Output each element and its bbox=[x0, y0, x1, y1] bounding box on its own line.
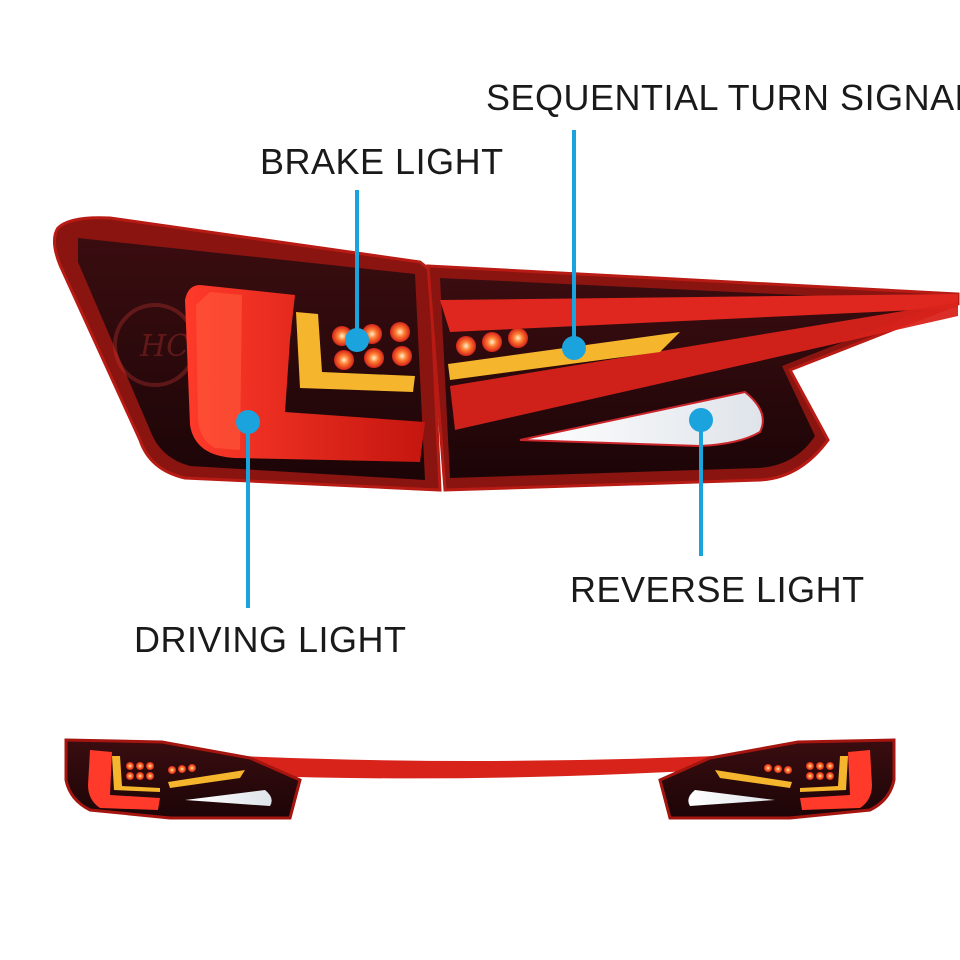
callout-dot-driving bbox=[236, 410, 260, 434]
label-brake-light: BRAKE LIGHT bbox=[260, 141, 504, 182]
tail-light-closeup: HC bbox=[53, 216, 960, 492]
label-sequential-turn-signal: SEQUENTIAL TURN SIGNAL bbox=[486, 77, 960, 118]
sequential-turn-strip bbox=[448, 332, 680, 380]
right-lamp bbox=[658, 738, 896, 820]
label-driving-light: DRIVING LIGHT bbox=[134, 619, 407, 660]
amber-turn-bracket bbox=[296, 312, 415, 392]
callout-dot-brake bbox=[345, 328, 369, 352]
callout-dot-seq bbox=[562, 336, 586, 360]
callout-dot-reverse bbox=[689, 408, 713, 432]
full-tail-light-set bbox=[64, 738, 896, 820]
turn-led-cluster bbox=[456, 328, 528, 356]
light-bar-strip bbox=[440, 294, 958, 332]
callouts bbox=[236, 130, 713, 608]
left-lamp bbox=[64, 738, 302, 820]
center-light-bar bbox=[160, 752, 800, 779]
watermark-logo: HC bbox=[113, 303, 197, 387]
svg-text:HC: HC bbox=[139, 329, 189, 364]
label-reverse-light: REVERSE LIGHT bbox=[570, 569, 865, 610]
